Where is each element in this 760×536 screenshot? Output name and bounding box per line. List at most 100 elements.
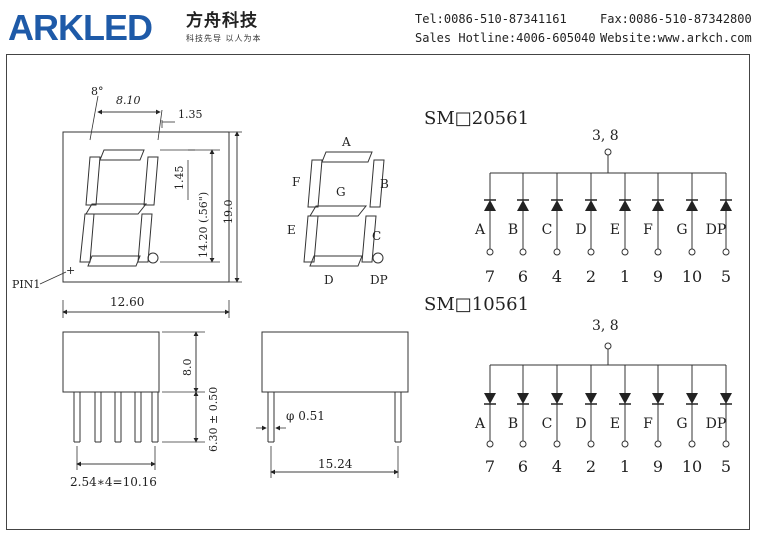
- pin-node: [587, 440, 595, 448]
- diode-dp: [720, 393, 732, 404]
- diode-a: [484, 393, 496, 404]
- pin-node: [654, 440, 662, 448]
- segment-label: E: [610, 222, 620, 238]
- diode-f: [652, 200, 664, 211]
- pin-number: 9: [653, 457, 663, 476]
- diode-b: [517, 200, 529, 211]
- segment-label: G: [676, 222, 687, 238]
- segment-label: D: [575, 416, 586, 432]
- pin-number: 6: [518, 457, 528, 476]
- website-text: Website:www.arkch.com: [600, 31, 752, 45]
- dim-seg-width: 1.45: [173, 166, 186, 191]
- dim-digit-height: 14.20 (.56"): [197, 192, 210, 258]
- pin-number: 2: [586, 457, 596, 476]
- segment-label: G: [676, 416, 687, 432]
- dim-pin-pitch: 2.54∗4=10.16: [70, 475, 157, 489]
- pin-node: [519, 440, 527, 448]
- segment-label: B: [508, 416, 518, 432]
- page-header: ARKLED 方舟科技 科技先导 以人为本 Tel:0086-510-87341…: [0, 0, 760, 52]
- segment-f: [85, 156, 101, 206]
- front-view-dims: [39, 95, 242, 318]
- dim-total-height: 19.0: [222, 200, 235, 225]
- dim-pin-dia: φ 0.51: [286, 409, 325, 423]
- dim-seg-pitch: 8.10: [116, 94, 141, 107]
- schematic-2-part: SM□10561: [424, 294, 529, 315]
- pin-number: 4: [552, 267, 562, 286]
- segment-label: DP: [706, 416, 727, 432]
- segment-label: C: [542, 416, 553, 432]
- schematic-1-common: 3, 8: [592, 128, 619, 144]
- label-segment-g: G: [336, 185, 346, 199]
- diode-d: [585, 393, 597, 404]
- brand-block: 方舟科技 科技先导 以人为本: [186, 6, 262, 44]
- pin-number: 10: [682, 267, 702, 286]
- pin-number: 9: [653, 267, 663, 286]
- arkled-logo: ARKLED: [8, 7, 153, 46]
- pin-number: 4: [552, 457, 562, 476]
- pin1-plus: +: [66, 264, 75, 277]
- label-segment-b: B: [380, 177, 389, 191]
- segment-a: [99, 149, 145, 161]
- pin-node: [621, 440, 629, 448]
- diode-c: [551, 200, 563, 211]
- pin-number: 7: [485, 457, 495, 476]
- logo-text: ARKLED: [8, 7, 152, 46]
- side-view: [62, 331, 160, 443]
- diode-c: [551, 393, 563, 404]
- common-node: [604, 148, 612, 156]
- pin-node: [486, 248, 494, 256]
- digit-body-outline: [62, 131, 230, 283]
- common-node: [604, 342, 612, 350]
- pin-node: [553, 248, 561, 256]
- hotline-text: Sales Hotline:4006-605040: [415, 31, 596, 45]
- pin-node: [587, 248, 595, 256]
- segment-g: [85, 203, 148, 215]
- tel-text: Tel:0086-510-87341161: [415, 12, 567, 26]
- pin-number: 1: [620, 267, 630, 286]
- segment-label: F: [643, 416, 653, 432]
- dim-top-gap: 1.35: [178, 108, 203, 121]
- company-name: 方舟科技: [186, 11, 258, 31]
- diode-dp: [720, 200, 732, 211]
- diode-b: [517, 393, 529, 404]
- pin-number: 2: [586, 267, 596, 286]
- segment-b: [143, 156, 159, 206]
- label-segment-a: A: [341, 135, 351, 149]
- fax-text: Fax:0086-510-87342800: [600, 12, 752, 26]
- dim-width: 12.60: [110, 295, 144, 309]
- segment-label: B: [508, 222, 518, 238]
- front-view: [62, 131, 230, 283]
- dim-body-height: 8.0: [181, 359, 194, 377]
- dim-pin-length: 6.30 ± 0.50: [207, 387, 220, 452]
- pin-node: [688, 248, 696, 256]
- label-segment-f: F: [292, 175, 300, 189]
- segment-label: A: [474, 416, 486, 432]
- label-segment-c: C: [372, 229, 381, 243]
- segment-label-view: [303, 151, 385, 267]
- drawing-frame: [6, 54, 750, 530]
- label-segment-dp: DP: [370, 273, 388, 287]
- pin-number: 10: [682, 457, 702, 476]
- diode-g: [686, 393, 698, 404]
- segment-label: E: [610, 416, 620, 432]
- pin-node: [621, 248, 629, 256]
- dim-angle: 8°: [91, 85, 104, 98]
- diode-g: [686, 200, 698, 211]
- pin-node: [722, 248, 730, 256]
- pin-node: [688, 440, 696, 448]
- dp-dot: [147, 252, 159, 264]
- segment-label: A: [474, 222, 486, 238]
- side-view-dims: [76, 331, 205, 470]
- label-segment-d: D: [324, 273, 334, 287]
- diode-d: [585, 200, 597, 211]
- segment-label: DP: [706, 222, 727, 238]
- schematic-2-common: 3, 8: [592, 318, 619, 334]
- diode-f: [652, 393, 664, 404]
- pin-number: 1: [620, 457, 630, 476]
- dim-row-spacing: 15.24: [318, 457, 353, 471]
- segment-label: D: [575, 222, 586, 238]
- diode-a: [484, 200, 496, 211]
- pin-node: [486, 440, 494, 448]
